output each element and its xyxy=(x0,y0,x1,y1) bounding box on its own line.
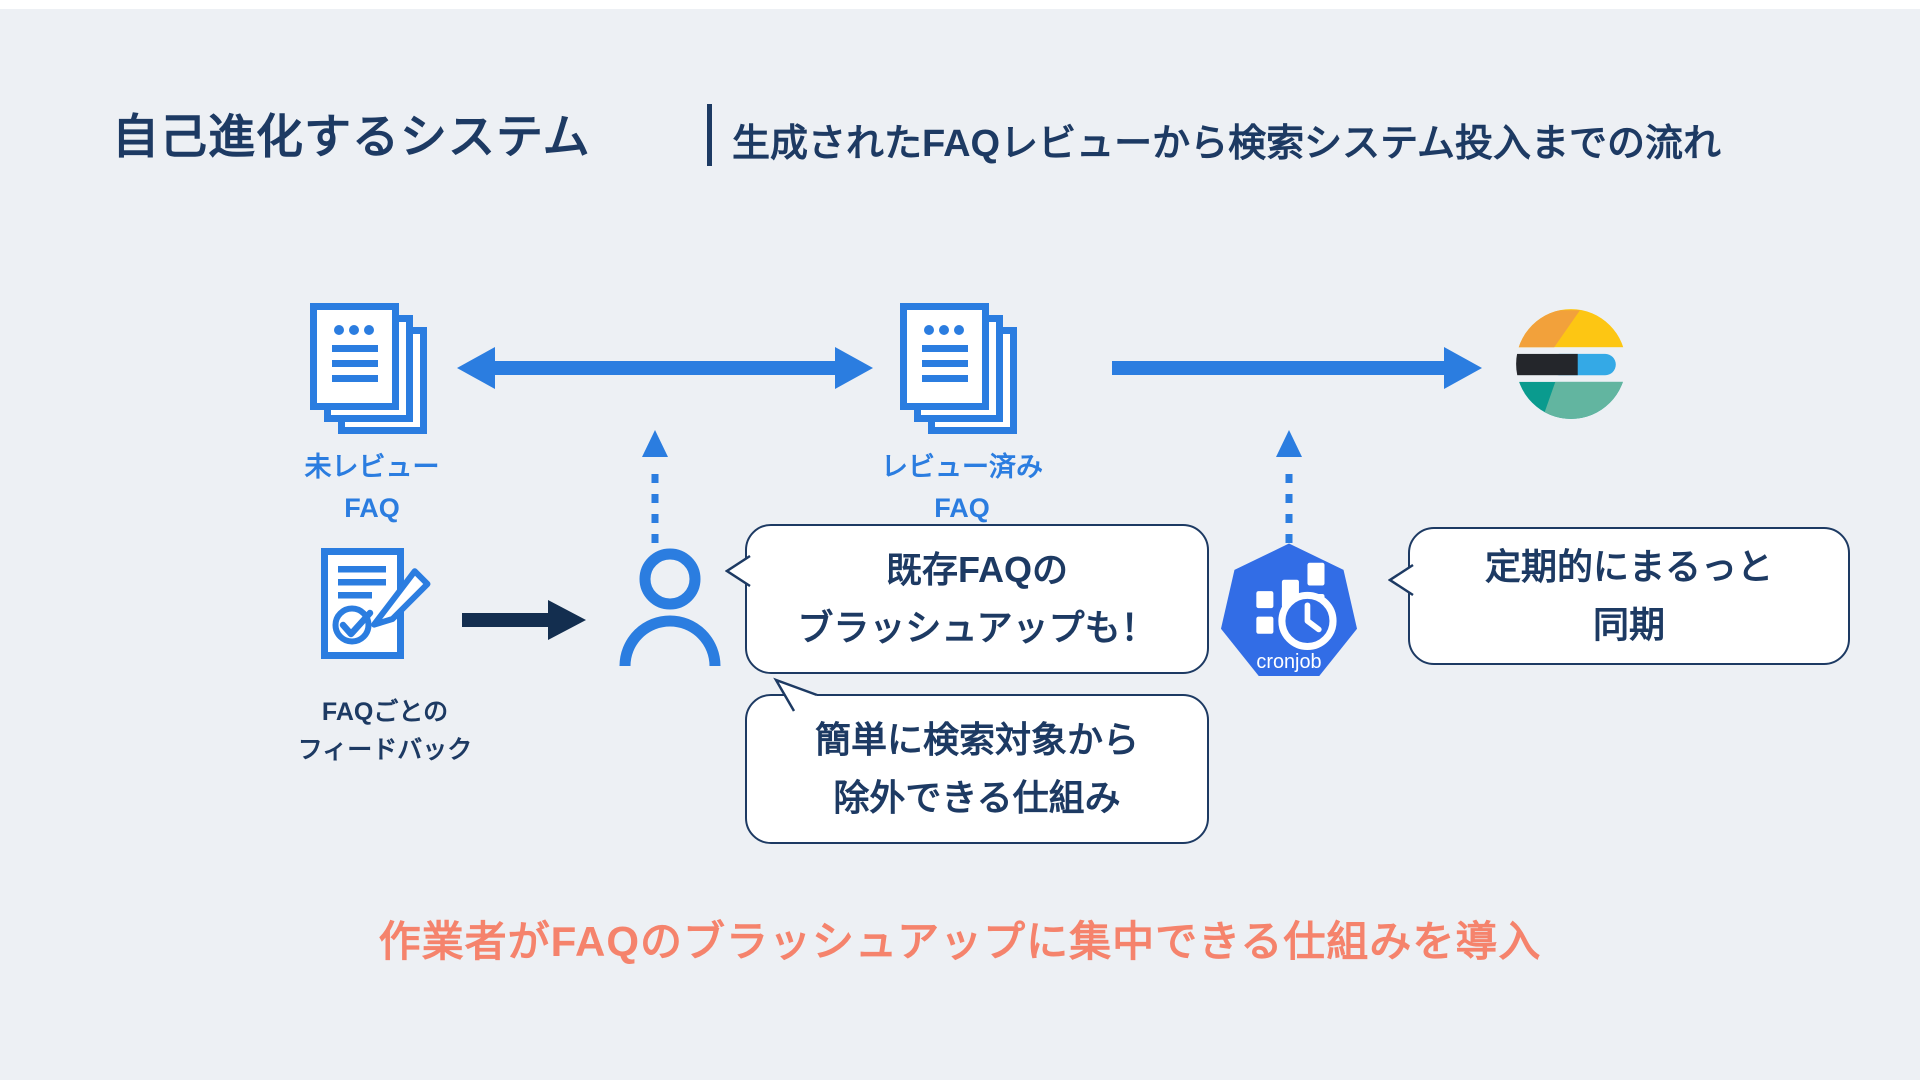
page-subtitle: 生成されたFAQレビューから検索システム投入までの流れ xyxy=(732,123,1721,165)
document-stack-icon xyxy=(900,303,1017,434)
feedback-arrow xyxy=(462,600,586,640)
bubble-sync-line1: 定期的にまるっと xyxy=(1484,546,1773,588)
page-title: 自己進化するシステム xyxy=(112,110,591,163)
flow-arrow-right xyxy=(1112,347,1482,389)
bubble-tail-upleft xyxy=(773,677,818,712)
speech-bubble-brushup: 既存FAQの ブラッシュアップも！ xyxy=(725,524,1209,674)
footer-message: 作業者がFAQのブラッシュアップに集中できる仕組みを導入 xyxy=(378,918,1542,965)
label-reviewed-faq: レビュー済み FAQ xyxy=(862,447,1062,528)
bubble-brushup-line1: 既存FAQの xyxy=(885,549,1068,591)
dotted-up-arrow-right xyxy=(1276,430,1302,543)
elasticsearch-logo xyxy=(1516,309,1626,419)
cronjob-label: cronjob xyxy=(1256,651,1321,673)
label-reviewed-line1: レビュー済み xyxy=(881,452,1043,482)
bubble-tail-left xyxy=(1388,563,1414,597)
label-feedback: FAQごとの フィードバック xyxy=(260,694,510,769)
bubble-brushup-line2: ブラッシュアップも！ xyxy=(797,607,1157,648)
label-feedback-line1: FAQごとの xyxy=(321,698,449,726)
bubble-tail-left xyxy=(725,554,751,588)
double-arrow xyxy=(457,347,873,389)
speech-bubble-exclude: 簡単に検索対象から 除外できる仕組み xyxy=(745,677,1209,844)
bubble-exclude-line1: 簡単に検索対象から xyxy=(814,719,1139,761)
document-stack-icon xyxy=(310,303,427,434)
document-check-pencil-icon xyxy=(321,548,431,659)
bubble-exclude-line2: 除外できる仕組み xyxy=(833,777,1121,818)
person-icon xyxy=(619,548,721,667)
label-unreviewed-line1: 未レビュー xyxy=(304,452,440,482)
label-unreviewed-line2: FAQ xyxy=(344,492,400,523)
kubernetes-cronjob-icon: cronjob xyxy=(1220,543,1358,677)
label-feedback-line2: フィードバック xyxy=(297,735,473,764)
title-divider xyxy=(707,104,712,166)
dotted-up-arrow-left xyxy=(642,430,668,543)
speech-bubble-sync: 定期的にまるっと 同期 xyxy=(1388,527,1850,665)
top-strip xyxy=(0,0,1920,9)
label-reviewed-line2: FAQ xyxy=(934,492,990,523)
bubble-sync-line2: 同期 xyxy=(1592,604,1665,645)
label-unreviewed-faq: 未レビュー FAQ xyxy=(272,447,472,528)
